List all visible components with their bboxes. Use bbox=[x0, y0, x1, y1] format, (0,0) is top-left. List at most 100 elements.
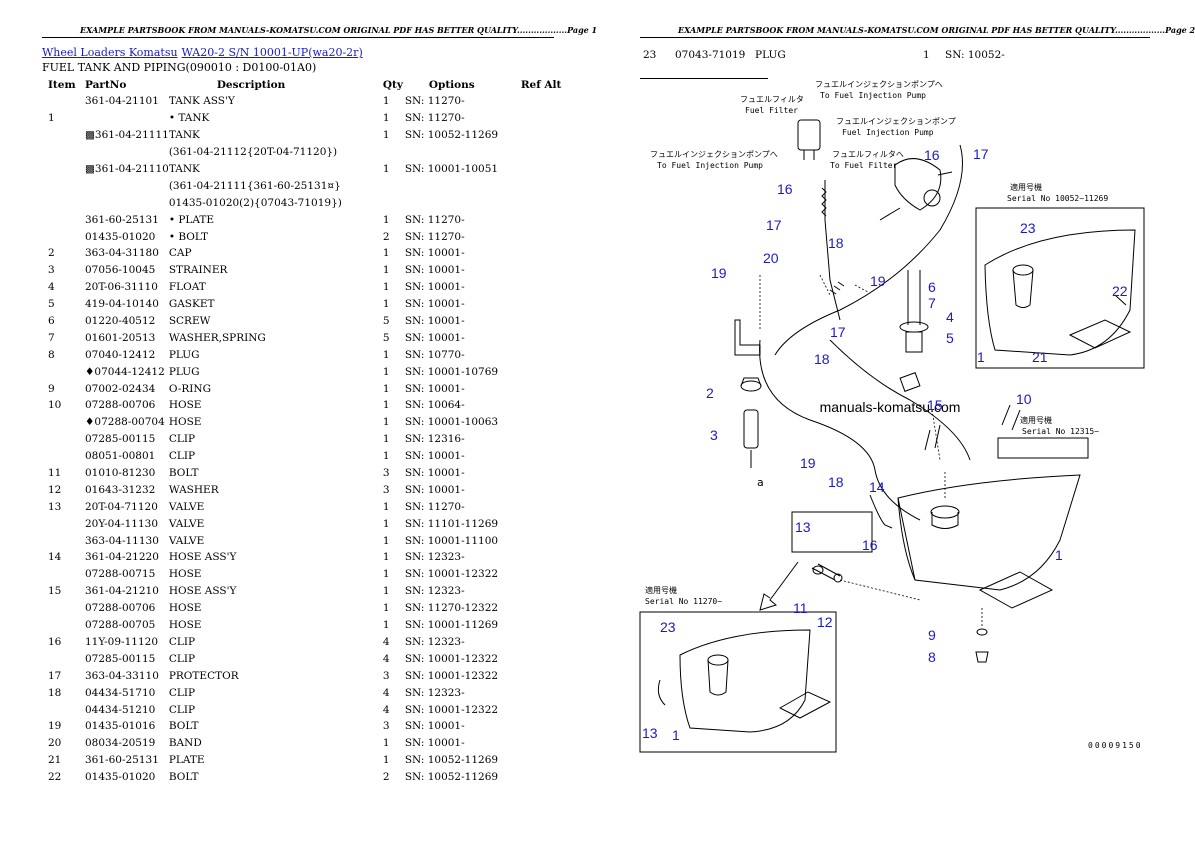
cell-partno bbox=[85, 144, 169, 161]
col-description: Description bbox=[216, 78, 286, 91]
cell-qty: 1 bbox=[382, 213, 390, 226]
cell-partno: ♦07044-12412 bbox=[85, 365, 165, 378]
cell-description: BAND bbox=[168, 737, 202, 750]
cell-item bbox=[42, 93, 85, 110]
cell-description: PLATE bbox=[168, 754, 205, 767]
cell-ref-alt bbox=[521, 498, 581, 515]
page-2: EXAMPLE PARTSBOOK FROM MANUALS-KOMATSU.C… bbox=[595, 0, 1195, 842]
cell-ref-alt bbox=[521, 228, 581, 245]
cell-qty: 5 bbox=[382, 315, 390, 328]
cell-options: SN: 10052-11269 bbox=[404, 754, 499, 767]
cell-item bbox=[42, 414, 85, 431]
cell-partno bbox=[85, 194, 169, 211]
cell-partno: 08051-00801 bbox=[85, 450, 156, 463]
page-header: EXAMPLE PARTSBOOK FROM MANUALS-KOMATSU.C… bbox=[80, 25, 598, 35]
cell-ref-alt bbox=[521, 515, 581, 532]
cell-description: BOLT bbox=[168, 467, 199, 480]
cell-qty: 1 bbox=[382, 112, 390, 125]
cell-description: BOLT bbox=[168, 720, 199, 733]
cell-description: (361-04-21111{361-60-25131¤} bbox=[168, 179, 341, 192]
callout-18: 18 bbox=[828, 474, 844, 490]
cell-partno: 07043-71019 bbox=[675, 49, 746, 61]
cell-ref-alt bbox=[521, 194, 581, 211]
cell-ref-alt bbox=[521, 650, 581, 667]
cell-ref-alt bbox=[521, 448, 581, 465]
cell-description: VALVE bbox=[168, 534, 205, 547]
cell-ref-alt bbox=[521, 296, 581, 313]
cell-qty: 1 bbox=[382, 754, 390, 767]
callout-12: 12 bbox=[817, 614, 833, 630]
cell-item bbox=[42, 566, 85, 583]
cell-ref-alt bbox=[521, 769, 581, 786]
cell-description: VALVE bbox=[168, 517, 205, 530]
cell-qty bbox=[383, 177, 405, 194]
cell-ref-alt bbox=[521, 380, 581, 397]
inset-box-serial-a bbox=[975, 207, 1145, 369]
cell-qty: 1 bbox=[382, 585, 390, 598]
cell-options: SN: 10001-12322 bbox=[404, 703, 499, 716]
cell-item: 13 bbox=[48, 500, 62, 513]
cell-options: SN: 10001- bbox=[404, 737, 465, 750]
cell-partno: 07288-00705 bbox=[85, 619, 156, 632]
callout-10: 10 bbox=[1016, 391, 1032, 407]
section-title: FUEL TANK AND PIPING(090010 : D0100-01A0… bbox=[42, 61, 317, 74]
cell-description: TANK ASS'Y bbox=[168, 95, 235, 108]
cell-qty: 1 bbox=[382, 163, 390, 175]
callout-9: 9 bbox=[928, 627, 936, 643]
callout-15: 15 bbox=[927, 397, 943, 413]
cell-description: VALVE bbox=[168, 500, 205, 513]
cell-partno: 363-04-33110 bbox=[85, 669, 159, 682]
callout-6: 6 bbox=[928, 279, 936, 295]
cell-qty: 1 bbox=[382, 348, 390, 361]
callout-2: 2 bbox=[706, 385, 714, 401]
cell-partno: 363-04-31180 bbox=[85, 247, 159, 260]
cell-qty: 1 bbox=[382, 129, 390, 142]
callout-21: 21 bbox=[1032, 349, 1048, 365]
cell-item: 21 bbox=[48, 754, 62, 767]
callout-7: 7 bbox=[928, 295, 936, 311]
svg-text:a: a bbox=[757, 476, 764, 489]
cell-description: HOSE bbox=[168, 602, 202, 615]
cell-qty: 1 bbox=[382, 602, 390, 615]
cell-description: HOSE ASS'Y bbox=[168, 551, 237, 564]
cell-ref-alt bbox=[521, 701, 581, 718]
cell-description: STRAINER bbox=[168, 264, 228, 277]
col-options: Options bbox=[428, 78, 475, 91]
cell-description: WASHER,SPRING bbox=[168, 331, 266, 344]
cell-partno: 361-04-21210 bbox=[85, 585, 159, 598]
cell-partno: 07285-00115 bbox=[85, 433, 156, 446]
cell-options: SN: 10001- bbox=[404, 483, 465, 496]
cell-item bbox=[42, 363, 85, 380]
cell-item bbox=[42, 701, 85, 718]
cell-options: SN: 10001-10769 bbox=[404, 365, 499, 378]
callout-5: 5 bbox=[946, 330, 954, 346]
breadcrumb-link-category[interactable]: Wheel Loaders Komatsu bbox=[42, 46, 178, 59]
cell-ref-alt bbox=[521, 262, 581, 279]
cell-item: 14 bbox=[48, 551, 62, 564]
cell-options: SN: 11270- bbox=[404, 500, 465, 513]
cell-partno: 11Y-09-11120 bbox=[85, 635, 158, 648]
cell-options: SN: 10001- bbox=[404, 264, 465, 277]
cell-partno: 04434-51210 bbox=[85, 703, 156, 716]
cell-options: SN: 10770- bbox=[404, 348, 465, 361]
cell-description: CLIP bbox=[168, 686, 196, 699]
table-row: 01435-01020(2){07043-71019}) bbox=[42, 194, 581, 211]
cell-qty: 4 bbox=[382, 652, 390, 665]
cell-options: SN: 10001- bbox=[404, 315, 465, 328]
cell-qty: 1 bbox=[382, 517, 390, 530]
breadcrumb-link-model[interactable]: WA20-2 S/N 10001-UP(wa20-2r) bbox=[181, 46, 363, 59]
cell-partno: 04434-51710 bbox=[85, 686, 156, 699]
cell-item: 4 bbox=[48, 281, 55, 294]
cell-description: TANK bbox=[168, 129, 200, 142]
label-serial-b: Serial No 12315~ bbox=[1022, 427, 1099, 436]
label-serial-jp: 適用号機 bbox=[645, 585, 677, 595]
label-to-pump3-en: To Fuel Injection Pump bbox=[657, 161, 763, 170]
exploded-parts-diagram: フュエルインジェクションポンプへ To Fuel Injection Pump … bbox=[639, 80, 1145, 753]
